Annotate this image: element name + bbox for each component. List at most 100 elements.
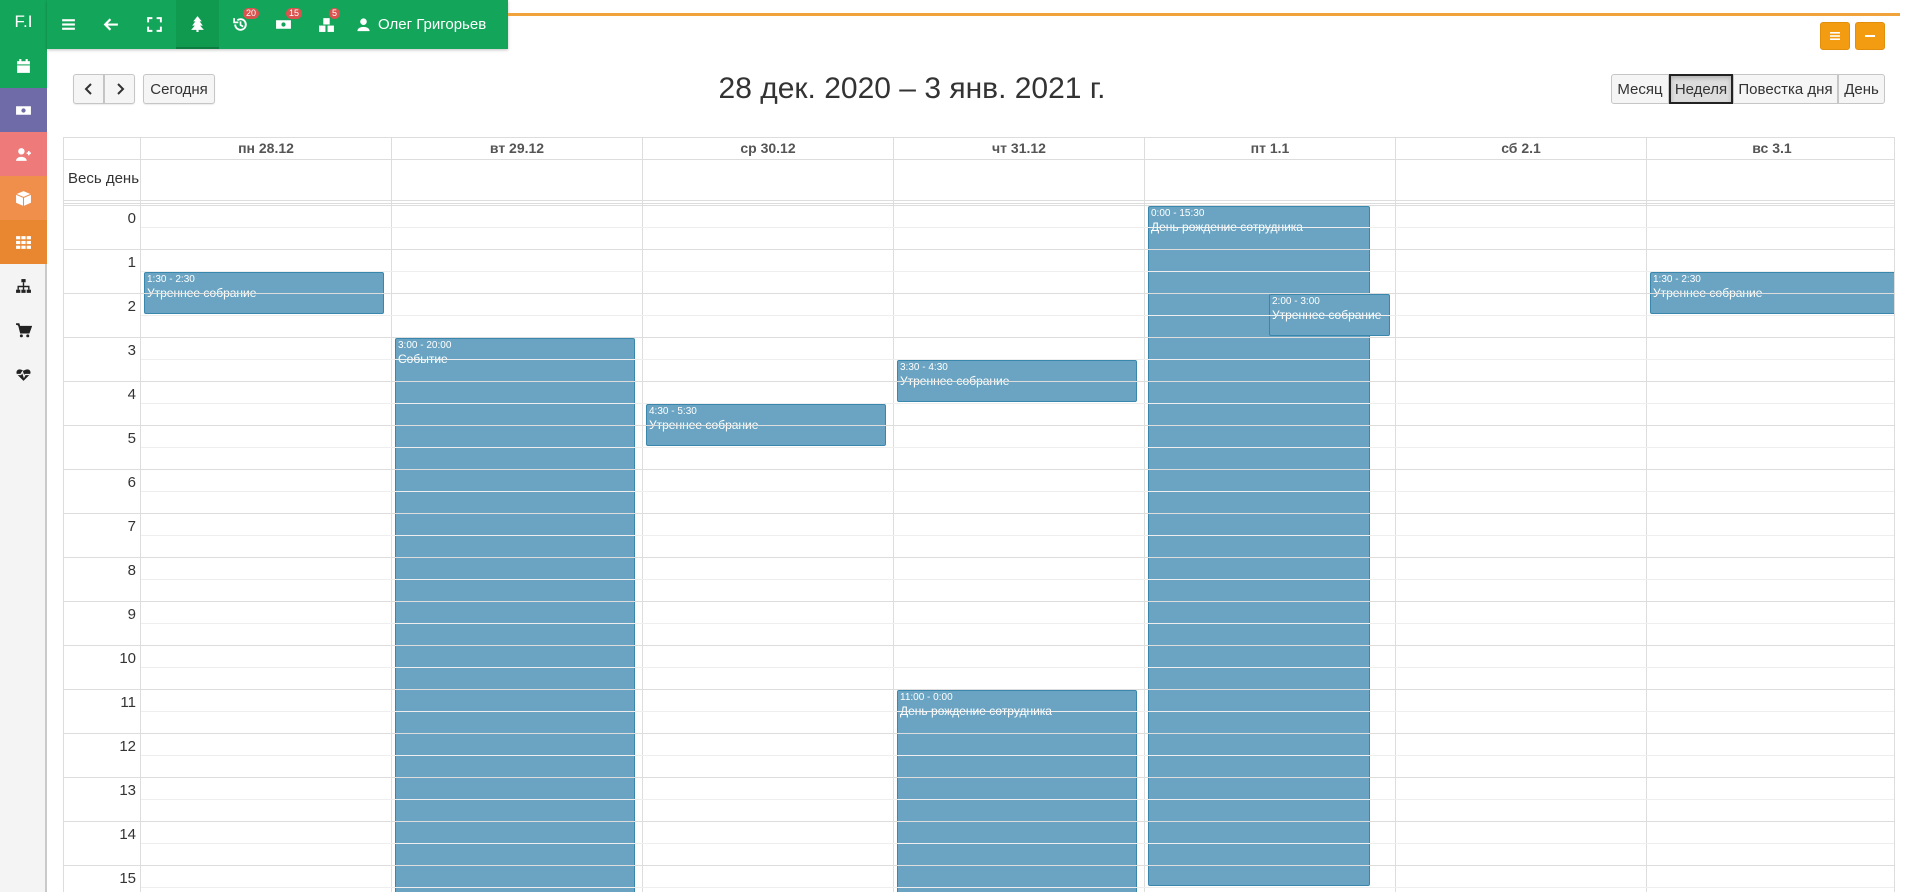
panel-minimize-button[interactable]: [1855, 22, 1885, 50]
history-icon: [233, 18, 247, 31]
history-badge: 20: [243, 8, 260, 19]
boxes-badge: 5: [329, 8, 341, 19]
hour-line: [64, 337, 1894, 338]
view-agenda-button[interactable]: Повестка дня: [1733, 74, 1838, 104]
hour-label: 12: [119, 738, 136, 755]
column-divider: [391, 138, 392, 892]
event-time: 4:30 - 5:30: [649, 406, 697, 417]
day-header[interactable]: сб 2.1: [1396, 138, 1647, 159]
hour-label: 13: [119, 782, 136, 799]
event-time: 3:00 - 20:00: [398, 340, 452, 351]
arrow-left-icon: [103, 18, 118, 31]
column-divider: [1646, 138, 1647, 892]
money-button[interactable]: 15: [262, 0, 305, 49]
all-day-label: Весь день: [68, 170, 140, 187]
event-time: 1:30 - 2:30: [147, 274, 195, 285]
event-time: 2:00 - 3:00: [1272, 296, 1320, 307]
hour-line: [64, 557, 1894, 558]
half-hour-line: [141, 843, 1894, 844]
grid-icon: [16, 235, 31, 249]
logo-text: F.I: [14, 12, 33, 31]
calendar-title: 28 дек. 2020 – 3 янв. 2021 г.: [718, 72, 1106, 105]
day-header[interactable]: вс 3.1: [1647, 138, 1894, 159]
next-week-button[interactable]: [104, 74, 135, 104]
today-button[interactable]: Сегодня: [143, 74, 215, 104]
column-divider: [1395, 138, 1396, 892]
tree-icon: [191, 16, 204, 32]
back-button[interactable]: [90, 0, 133, 49]
view-month-button[interactable]: Месяц: [1611, 74, 1669, 104]
half-hour-line: [141, 579, 1894, 580]
hour-line: [64, 425, 1894, 426]
user-menu[interactable]: Олег Григорьев: [348, 0, 486, 49]
boxes-icon: [319, 18, 334, 32]
hour-label: 0: [127, 210, 136, 227]
day-header[interactable]: чт 31.12: [894, 138, 1145, 159]
minus-icon: [1865, 35, 1875, 37]
menu-button[interactable]: [47, 0, 90, 49]
hour-label: 7: [127, 518, 136, 535]
sidebar-item-money[interactable]: [0, 88, 47, 132]
hour-line: [64, 381, 1894, 382]
half-hour-line: [141, 491, 1894, 492]
fullscreen-button[interactable]: [133, 0, 176, 49]
hour-label: 6: [127, 474, 136, 491]
half-hour-line: [141, 755, 1894, 756]
prev-week-button[interactable]: [73, 74, 104, 104]
day-header[interactable]: вт 29.12: [392, 138, 643, 159]
hamburger-icon: [62, 19, 75, 30]
boxes-button[interactable]: 5: [305, 0, 348, 49]
top-toolbar: 20 15 5 Олег Григорьев: [47, 0, 508, 49]
hour-label: 2: [127, 298, 136, 315]
day-header[interactable]: пн 28.12: [141, 138, 392, 159]
hour-line: [64, 821, 1894, 822]
hour-label: 5: [127, 430, 136, 447]
sidebar-item-box[interactable]: [0, 176, 47, 220]
hour-label: 14: [119, 826, 136, 843]
history-button[interactable]: 20: [219, 0, 262, 49]
hour-line: [64, 469, 1894, 470]
bars-icon: [1830, 32, 1840, 40]
day-header[interactable]: пт 1.1: [1145, 138, 1396, 159]
column-divider: [893, 138, 894, 892]
sidebar-item-structure[interactable]: [0, 264, 47, 308]
event-time: 0:00 - 15:30: [1151, 208, 1205, 219]
user-icon: [357, 18, 370, 32]
half-hour-line: [141, 359, 1894, 360]
hour-line: [64, 645, 1894, 646]
panel-menu-button[interactable]: [1820, 22, 1850, 50]
chevron-right-icon: [116, 83, 124, 95]
view-day-button[interactable]: День: [1838, 74, 1885, 104]
chevron-left-icon: [84, 83, 92, 95]
hour-line: [64, 733, 1894, 734]
sidebar-item-calendar[interactable]: [0, 44, 47, 88]
hour-line: [64, 601, 1894, 602]
event-time: 1:30 - 2:30: [1653, 274, 1701, 285]
header-divider-line: [64, 159, 1894, 160]
half-hour-line: [141, 271, 1894, 272]
money-icon: [276, 20, 291, 29]
sidebar-item-cart[interactable]: [0, 308, 47, 352]
allday-divider-line: [64, 200, 1894, 201]
half-hour-line: [141, 403, 1894, 404]
sidebar-item-health[interactable]: [0, 352, 47, 396]
half-hour-line: [141, 535, 1894, 536]
sitemap-icon: [16, 278, 31, 293]
sidebar-item-grid[interactable]: [0, 220, 47, 264]
hour-line: [64, 249, 1894, 250]
hour-label: 1: [127, 254, 136, 271]
day-header[interactable]: ср 30.12: [643, 138, 894, 159]
calendar-icon: [17, 58, 30, 73]
hour-line: [64, 865, 1894, 866]
event-time: 11:00 - 0:00: [900, 692, 953, 703]
hour-label: 8: [127, 562, 136, 579]
tree-button[interactable]: [176, 0, 219, 49]
view-week-button[interactable]: Неделя: [1669, 74, 1733, 104]
sidebar-item-add-user[interactable]: [0, 132, 47, 176]
box-icon: [15, 190, 32, 206]
half-hour-line: [141, 799, 1894, 800]
logo[interactable]: F.I: [0, 0, 47, 44]
expand-icon: [147, 17, 162, 32]
